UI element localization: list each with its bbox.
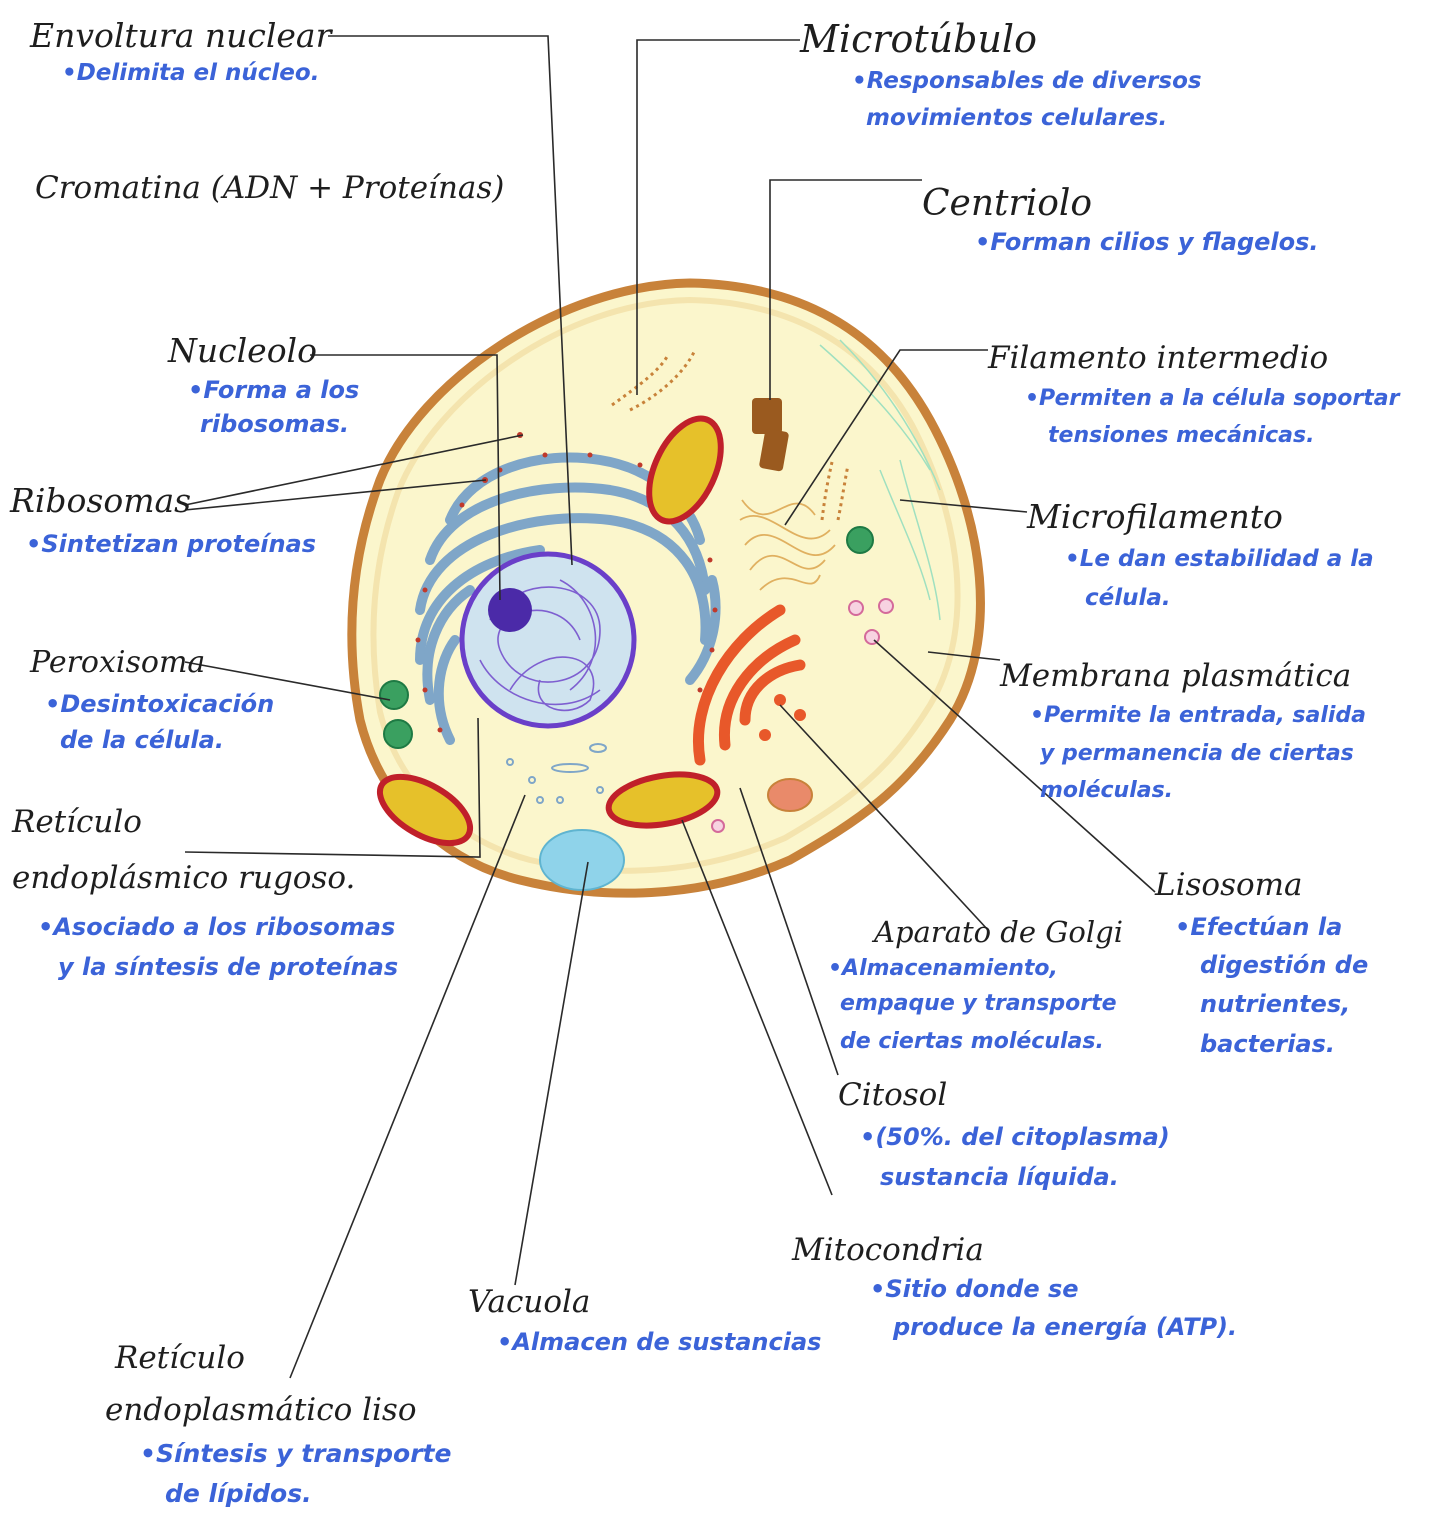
label-title: Nucleolo — [167, 331, 317, 370]
label-desc: •Sintetizan proteínas — [26, 530, 316, 558]
label-title-line2: endoplasmático liso — [105, 1392, 417, 1428]
label-title-line2: endoplásmico rugoso. — [12, 860, 355, 896]
label-desc: •Permiten a la célula soportar — [1025, 386, 1401, 411]
label-microfilamento: Microfilamento •Le dan estabilidad a la … — [1026, 497, 1374, 611]
label-title: Ribosomas — [9, 481, 191, 520]
label-title: Vacuola — [468, 1284, 590, 1320]
label-reticulo-liso: Retículo endoplasmático liso •Síntesis y… — [105, 1340, 451, 1508]
label-vacuola: Vacuola •Almacen de sustancias — [468, 1284, 821, 1356]
label-title: Citosol — [838, 1077, 947, 1113]
label-mitocondria: Mitocondria •Sitio donde se produce la e… — [791, 1232, 1237, 1341]
exocytosis-vesicle — [768, 779, 812, 811]
label-desc: •Almacenamiento, — [828, 956, 1058, 981]
label-title: Membrana plasmática — [999, 658, 1351, 694]
label-desc: de ciertas moléculas. — [840, 1029, 1104, 1054]
label-nucleolo: Nucleolo •Forma a los ribosomas. — [167, 331, 359, 438]
label-title: Centriolo — [922, 183, 1092, 224]
label-title: Lisosoma — [1154, 867, 1303, 903]
label-aparato-golgi: Aparato de Golgi •Almacenamiento, empaqu… — [828, 915, 1123, 1054]
cell-illustration — [352, 283, 981, 893]
label-title: Retículo — [114, 1340, 245, 1376]
label-desc: •Sitio donde se — [870, 1275, 1079, 1303]
label-desc: •Forma a los — [188, 376, 359, 404]
label-desc: •Desintoxicación — [45, 690, 274, 718]
label-desc: moléculas. — [1040, 778, 1173, 803]
label-desc: bacterias. — [1200, 1030, 1335, 1058]
label-desc: digestión de — [1200, 951, 1368, 979]
label-desc: ribosomas. — [200, 410, 349, 438]
label-desc: produce la energía (ATP). — [892, 1313, 1237, 1341]
label-title: Peroxisoma — [29, 645, 205, 680]
label-desc: •(50%. del citoplasma) — [860, 1123, 1170, 1151]
label-desc: •Síntesis y transporte — [140, 1439, 451, 1468]
label-desc: célula. — [1085, 585, 1171, 611]
label-peroxisoma: Peroxisoma •Desintoxicación de la célula… — [29, 645, 274, 754]
label-desc: movimientos celulares. — [866, 105, 1167, 131]
label-envoltura-nuclear: Envoltura nuclear •Delimita el núcleo. — [29, 16, 334, 86]
label-lisosoma: Lisosoma •Efectúan la digestión de nutri… — [1154, 867, 1368, 1058]
label-reticulo-rugoso: Retículo endoplásmico rugoso. •Asociado … — [11, 804, 398, 981]
label-filamento-intermedio: Filamento intermedio •Permiten a la célu… — [987, 340, 1401, 448]
label-title: Filamento intermedio — [987, 340, 1328, 376]
label-desc: de la célula. — [60, 726, 224, 754]
label-desc: empaque y transporte — [840, 991, 1117, 1016]
label-title: Retículo — [11, 804, 142, 840]
label-membrana-plasmatica: Membrana plasmática •Permite la entrada,… — [999, 658, 1366, 803]
nucleolus-shape — [488, 588, 532, 632]
label-microtubulo: Microtúbulo •Responsables de diversos mo… — [799, 17, 1202, 131]
label-desc: •Delimita el núcleo. — [62, 60, 319, 86]
label-desc: tensiones mecánicas. — [1048, 423, 1314, 448]
label-desc: •Permite la entrada, salida — [1030, 703, 1366, 728]
vacuole-shape — [540, 830, 624, 890]
label-desc: y permanencia de ciertas — [1040, 741, 1354, 766]
label-desc: •Asociado a los ribosomas — [38, 913, 395, 941]
label-desc: •Le dan estabilidad a la — [1065, 546, 1374, 572]
label-title: Microtúbulo — [799, 17, 1037, 61]
label-title: Microfilamento — [1026, 497, 1283, 536]
label-desc: de lípidos. — [165, 1479, 312, 1508]
label-desc: y la síntesis de proteínas — [58, 953, 398, 981]
label-title: Mitocondria — [791, 1232, 984, 1268]
label-desc: •Efectúan la — [1175, 913, 1342, 941]
label-citosol: Citosol •(50%. del citoplasma) sustancia… — [838, 1077, 1170, 1191]
label-centriolo: Centriolo •Forman cilios y flagelos. — [922, 183, 1319, 256]
label-desc: •Almacen de sustancias — [497, 1328, 821, 1356]
label-ribosomas: Ribosomas •Sintetizan proteínas — [9, 481, 316, 558]
label-desc: sustancia líquida. — [880, 1163, 1119, 1191]
label-desc: •Forman cilios y flagelos. — [975, 228, 1319, 256]
label-desc: •Responsables de diversos — [852, 68, 1202, 94]
label-title: Envoltura nuclear — [29, 16, 334, 55]
label-cromatina: Cromatina (ADN + Proteínas) — [35, 170, 504, 206]
label-title: Aparato de Golgi — [871, 915, 1123, 949]
nuclear-envelope-shape — [462, 554, 634, 726]
label-title: Cromatina (ADN + Proteínas) — [35, 170, 504, 206]
label-desc: nutrientes, — [1200, 990, 1350, 1018]
